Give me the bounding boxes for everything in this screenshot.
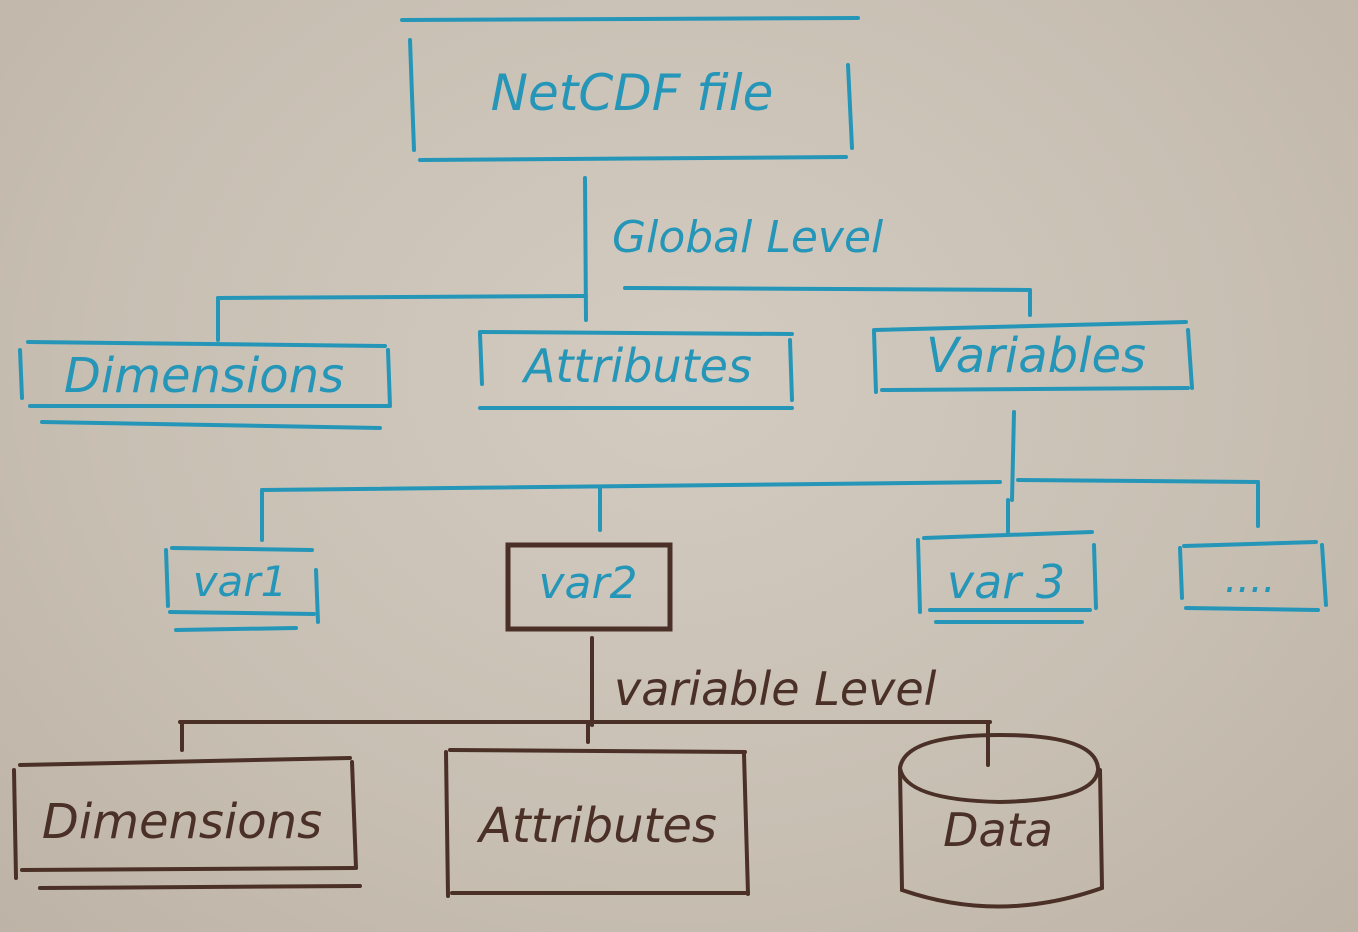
global-level-label: Global Level xyxy=(612,212,884,263)
data-cylinder xyxy=(898,732,1104,909)
global-attributes-label: Attributes xyxy=(521,339,752,393)
more-variables-label: .... xyxy=(1225,556,1276,602)
variable-level-connectors xyxy=(178,636,992,767)
netcdf-file-label: NetCDF file xyxy=(491,64,774,122)
variables-box xyxy=(872,320,1194,394)
var2-label: var2 xyxy=(538,558,637,609)
variable-structure xyxy=(12,542,1104,909)
var3-label: var 3 xyxy=(947,555,1065,609)
variables-connectors xyxy=(260,410,1260,542)
var1-label: var1 xyxy=(193,557,288,606)
variable-attributes-label: Attributes xyxy=(476,798,717,854)
global-attributes-box xyxy=(478,330,794,410)
variable-attributes-box xyxy=(444,748,750,898)
more-box xyxy=(1178,540,1328,612)
var1-box xyxy=(164,546,320,632)
global-structure xyxy=(18,16,1328,632)
var3-box xyxy=(916,530,1098,624)
global-dimensions-label: Dimensions xyxy=(64,348,344,404)
variable-level-label: variable Level xyxy=(614,662,937,716)
global-dimensions-box xyxy=(18,340,392,430)
variable-dimensions-label: Dimensions xyxy=(42,794,322,850)
global-level-connectors xyxy=(216,176,1032,342)
variable-dimensions-box xyxy=(12,756,362,890)
netcdf-file-box xyxy=(400,16,860,162)
var2-box xyxy=(505,542,673,632)
data-label: Data xyxy=(943,803,1053,857)
variables-label: Variables xyxy=(926,328,1146,384)
